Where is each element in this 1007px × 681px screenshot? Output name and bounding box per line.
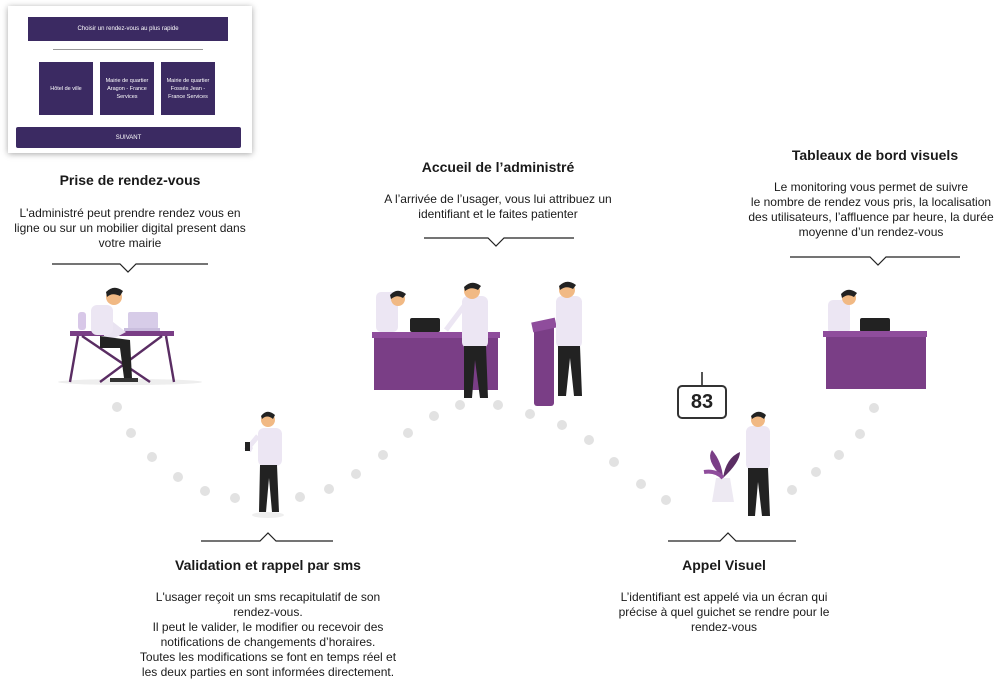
booking-header[interactable]: Choisir un rendez-vous au plus rapide <box>28 17 228 41</box>
scene-desk-laptop <box>58 287 202 385</box>
tile-hotel-de-ville[interactable]: Hôtel de ville <box>39 62 93 115</box>
step-desc-appel: L’identifiant est appelé via un écran qu… <box>618 590 830 634</box>
step-desc-validation: L'usager reçoit un sms recapitulatif de … <box>139 590 397 679</box>
tile-mairie-fosses-jean[interactable]: Mairie de quartier Fossés Jean - France … <box>161 62 215 115</box>
ticket-number: 83 <box>690 390 714 413</box>
scene-reception <box>372 281 582 406</box>
divider <box>53 49 203 50</box>
step-title-accueil: Accueil de l’administré <box>421 159 575 175</box>
dotted-path <box>112 400 879 505</box>
step-desc-prise: L'administré peut prendre rendez vous en… <box>14 206 246 250</box>
next-button[interactable]: SUIVANT <box>16 127 241 148</box>
scene-dashboard-desk <box>823 289 927 389</box>
step-title-prise: Prise de rendez-vous <box>59 172 201 188</box>
step-title-tableaux: Tableaux de bord visuels <box>791 147 959 163</box>
step-desc-accueil: A l’arrivée de l’usager, vous lui attrib… <box>384 192 612 221</box>
scene-ticket-display <box>677 372 770 516</box>
booking-widget: Choisir un rendez-vous au plus rapide Hô… <box>8 6 252 153</box>
step-desc-tableaux: Le monitoring vous permet de suivre le n… <box>748 180 994 239</box>
speech-lines <box>52 237 960 542</box>
step-title-appel: Appel Visuel <box>682 557 766 573</box>
tile-mairie-aragon[interactable]: Mairie de quartier Aragon - France Servi… <box>100 62 154 115</box>
scene-person-phone <box>244 411 284 518</box>
step-title-validation: Validation et rappel par sms <box>175 557 361 573</box>
